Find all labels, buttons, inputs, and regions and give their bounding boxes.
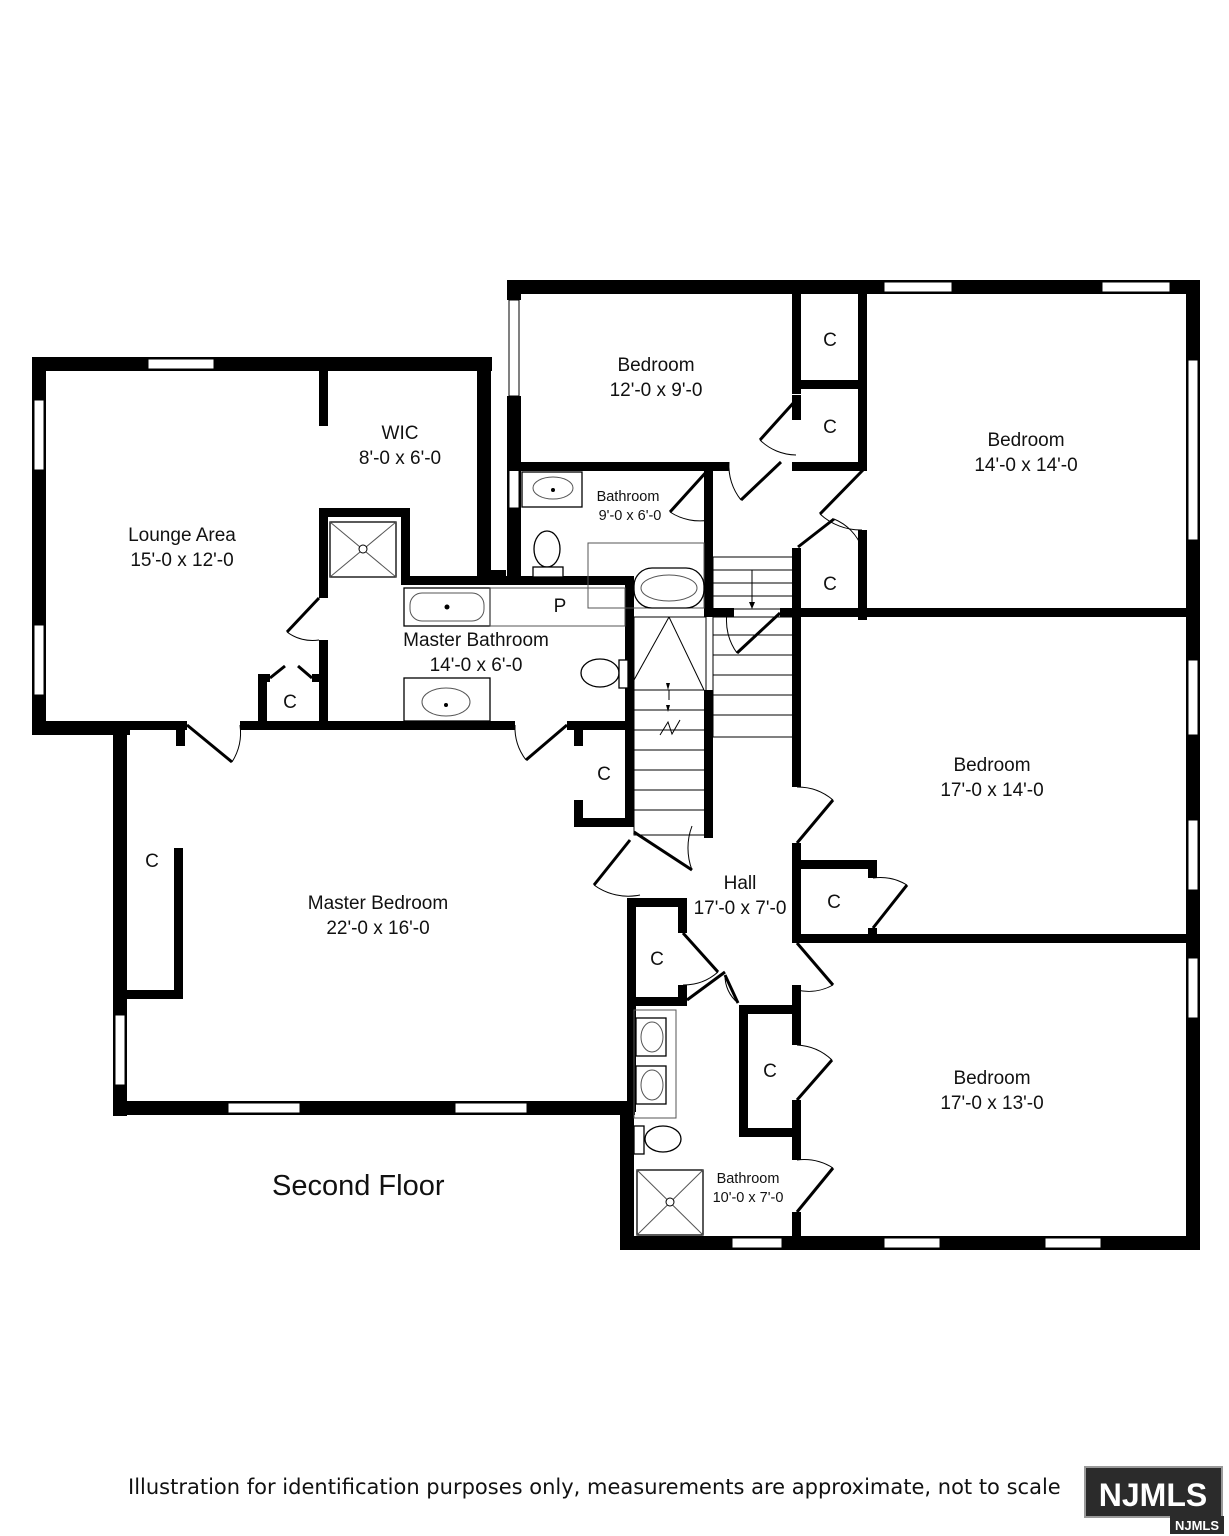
bedroom-se-size: 17'-0 x 13'-0 — [940, 1093, 1043, 1114]
bedroom-top-name: Bedroom — [617, 355, 694, 376]
closet-label: C — [823, 417, 837, 438]
doors — [186, 398, 909, 1213]
bathroom-lower-name: Bathroom — [717, 1171, 780, 1187]
closet-label: C — [763, 1061, 777, 1082]
closet-label: C — [823, 330, 837, 351]
master-bedroom-size: 22'-0 x 16'-0 — [326, 918, 429, 939]
fixtures — [329, 471, 705, 1236]
master-bathroom-name: Master Bathroom — [403, 630, 549, 651]
windows — [33, 281, 1199, 1249]
bathroom-upper-size: 9'-0 x 6'-0 — [599, 508, 662, 524]
logo-text-small: NJMLS — [1175, 1518, 1219, 1533]
closet-label: C — [650, 949, 664, 970]
hall-name: Hall — [724, 873, 757, 894]
bedroom-se-name: Bedroom — [953, 1068, 1030, 1089]
closet-label: C — [597, 764, 611, 785]
logo-text-large: NJMLS — [1099, 1477, 1207, 1513]
bedroom-ne-name: Bedroom — [987, 430, 1064, 451]
floor-title: Second Floor — [272, 1170, 445, 1202]
bedroom-east-size: 17'-0 x 14'-0 — [940, 780, 1043, 801]
bedroom-ne-size: 14'-0 x 14'-0 — [974, 455, 1077, 476]
bathroom-lower-size: 10'-0 x 7'-0 — [713, 1190, 784, 1206]
bedroom-east-name: Bedroom — [953, 755, 1030, 776]
closet-label: C — [823, 574, 837, 595]
staircase — [633, 556, 794, 836]
hall-size: 17'-0 x 7'-0 — [694, 898, 787, 919]
pantry-label: P — [554, 596, 567, 617]
room-labels: Lounge Area 15'-0 x 12'-0 WIC 8'-0 x 6'-… — [128, 330, 1078, 1206]
disclaimer-text: Illustration for identification purposes… — [128, 1475, 1061, 1499]
master-bathroom-size: 14'-0 x 6'-0 — [430, 655, 523, 676]
wic-size: 8'-0 x 6'-0 — [359, 448, 441, 469]
bathroom-upper-name: Bathroom — [597, 489, 660, 505]
wic-name: WIC — [382, 423, 419, 444]
closet-label: C — [827, 892, 841, 913]
closet-label: C — [283, 692, 297, 713]
njmls-logo: NJMLS NJMLS — [1084, 1466, 1224, 1534]
closet-label: C — [145, 851, 159, 872]
bedroom-top-size: 12'-0 x 9'-0 — [610, 380, 703, 401]
lounge-area-name: Lounge Area — [128, 525, 236, 546]
interior-walls — [127, 294, 1200, 1242]
master-bedroom-name: Master Bedroom — [308, 893, 448, 914]
lounge-area-size: 15'-0 x 12'-0 — [130, 550, 233, 571]
